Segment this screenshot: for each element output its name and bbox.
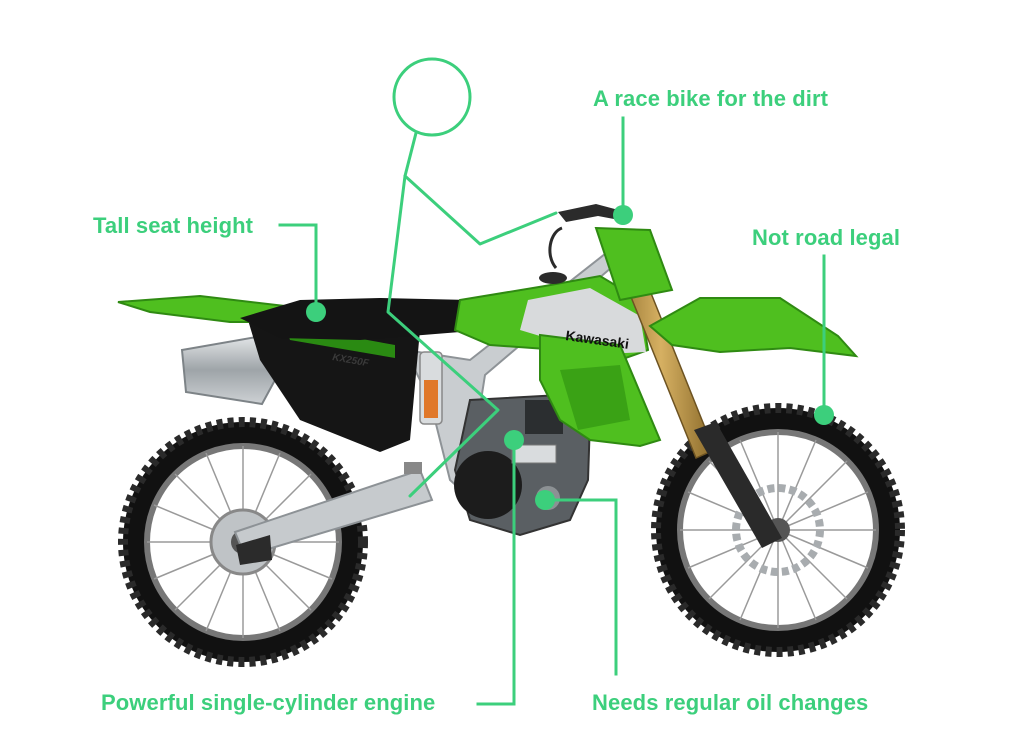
callout-seat-height: Tall seat height xyxy=(93,213,254,238)
rider-leg xyxy=(386,174,500,498)
engine-cover xyxy=(454,451,522,519)
dot-engine xyxy=(504,430,524,450)
dot-road-legal xyxy=(814,405,834,425)
callout-road-legal: Not road legal xyxy=(752,225,901,250)
callout-leaders xyxy=(278,116,826,706)
dot-race-bike xyxy=(613,205,633,225)
stick-figure-rider xyxy=(386,57,558,498)
rear-shock-spring xyxy=(424,380,438,418)
engine-fins xyxy=(511,444,557,464)
rider-head xyxy=(392,57,472,137)
fuel-cap xyxy=(539,272,567,284)
leader-seat-height xyxy=(278,223,318,312)
rider-arm xyxy=(403,174,558,246)
callout-engine: Powerful single-cylinder engine xyxy=(101,690,436,715)
dot-seat-height xyxy=(306,302,326,322)
callout-dots xyxy=(306,205,834,510)
callout-race-bike: A race bike for the dirt xyxy=(593,86,829,111)
footpeg xyxy=(404,462,422,474)
front-fender xyxy=(648,297,859,358)
front-tire-knobs xyxy=(651,403,905,657)
leader-oil xyxy=(543,498,618,676)
rear-tire-knobs xyxy=(118,417,368,667)
rider-neck xyxy=(403,131,418,178)
front-spokes xyxy=(680,432,876,628)
chain-guide xyxy=(236,535,272,565)
number-plate xyxy=(594,226,674,302)
front-brake-disc xyxy=(732,484,824,576)
clutch-cable xyxy=(548,226,563,269)
leader-engine xyxy=(476,438,516,706)
front-fork-lower xyxy=(694,422,782,548)
dot-oil xyxy=(535,490,555,510)
handlebar xyxy=(558,204,630,222)
callout-oil: Needs regular oil changes xyxy=(592,690,869,715)
radiator-shroud-shade xyxy=(560,365,630,430)
